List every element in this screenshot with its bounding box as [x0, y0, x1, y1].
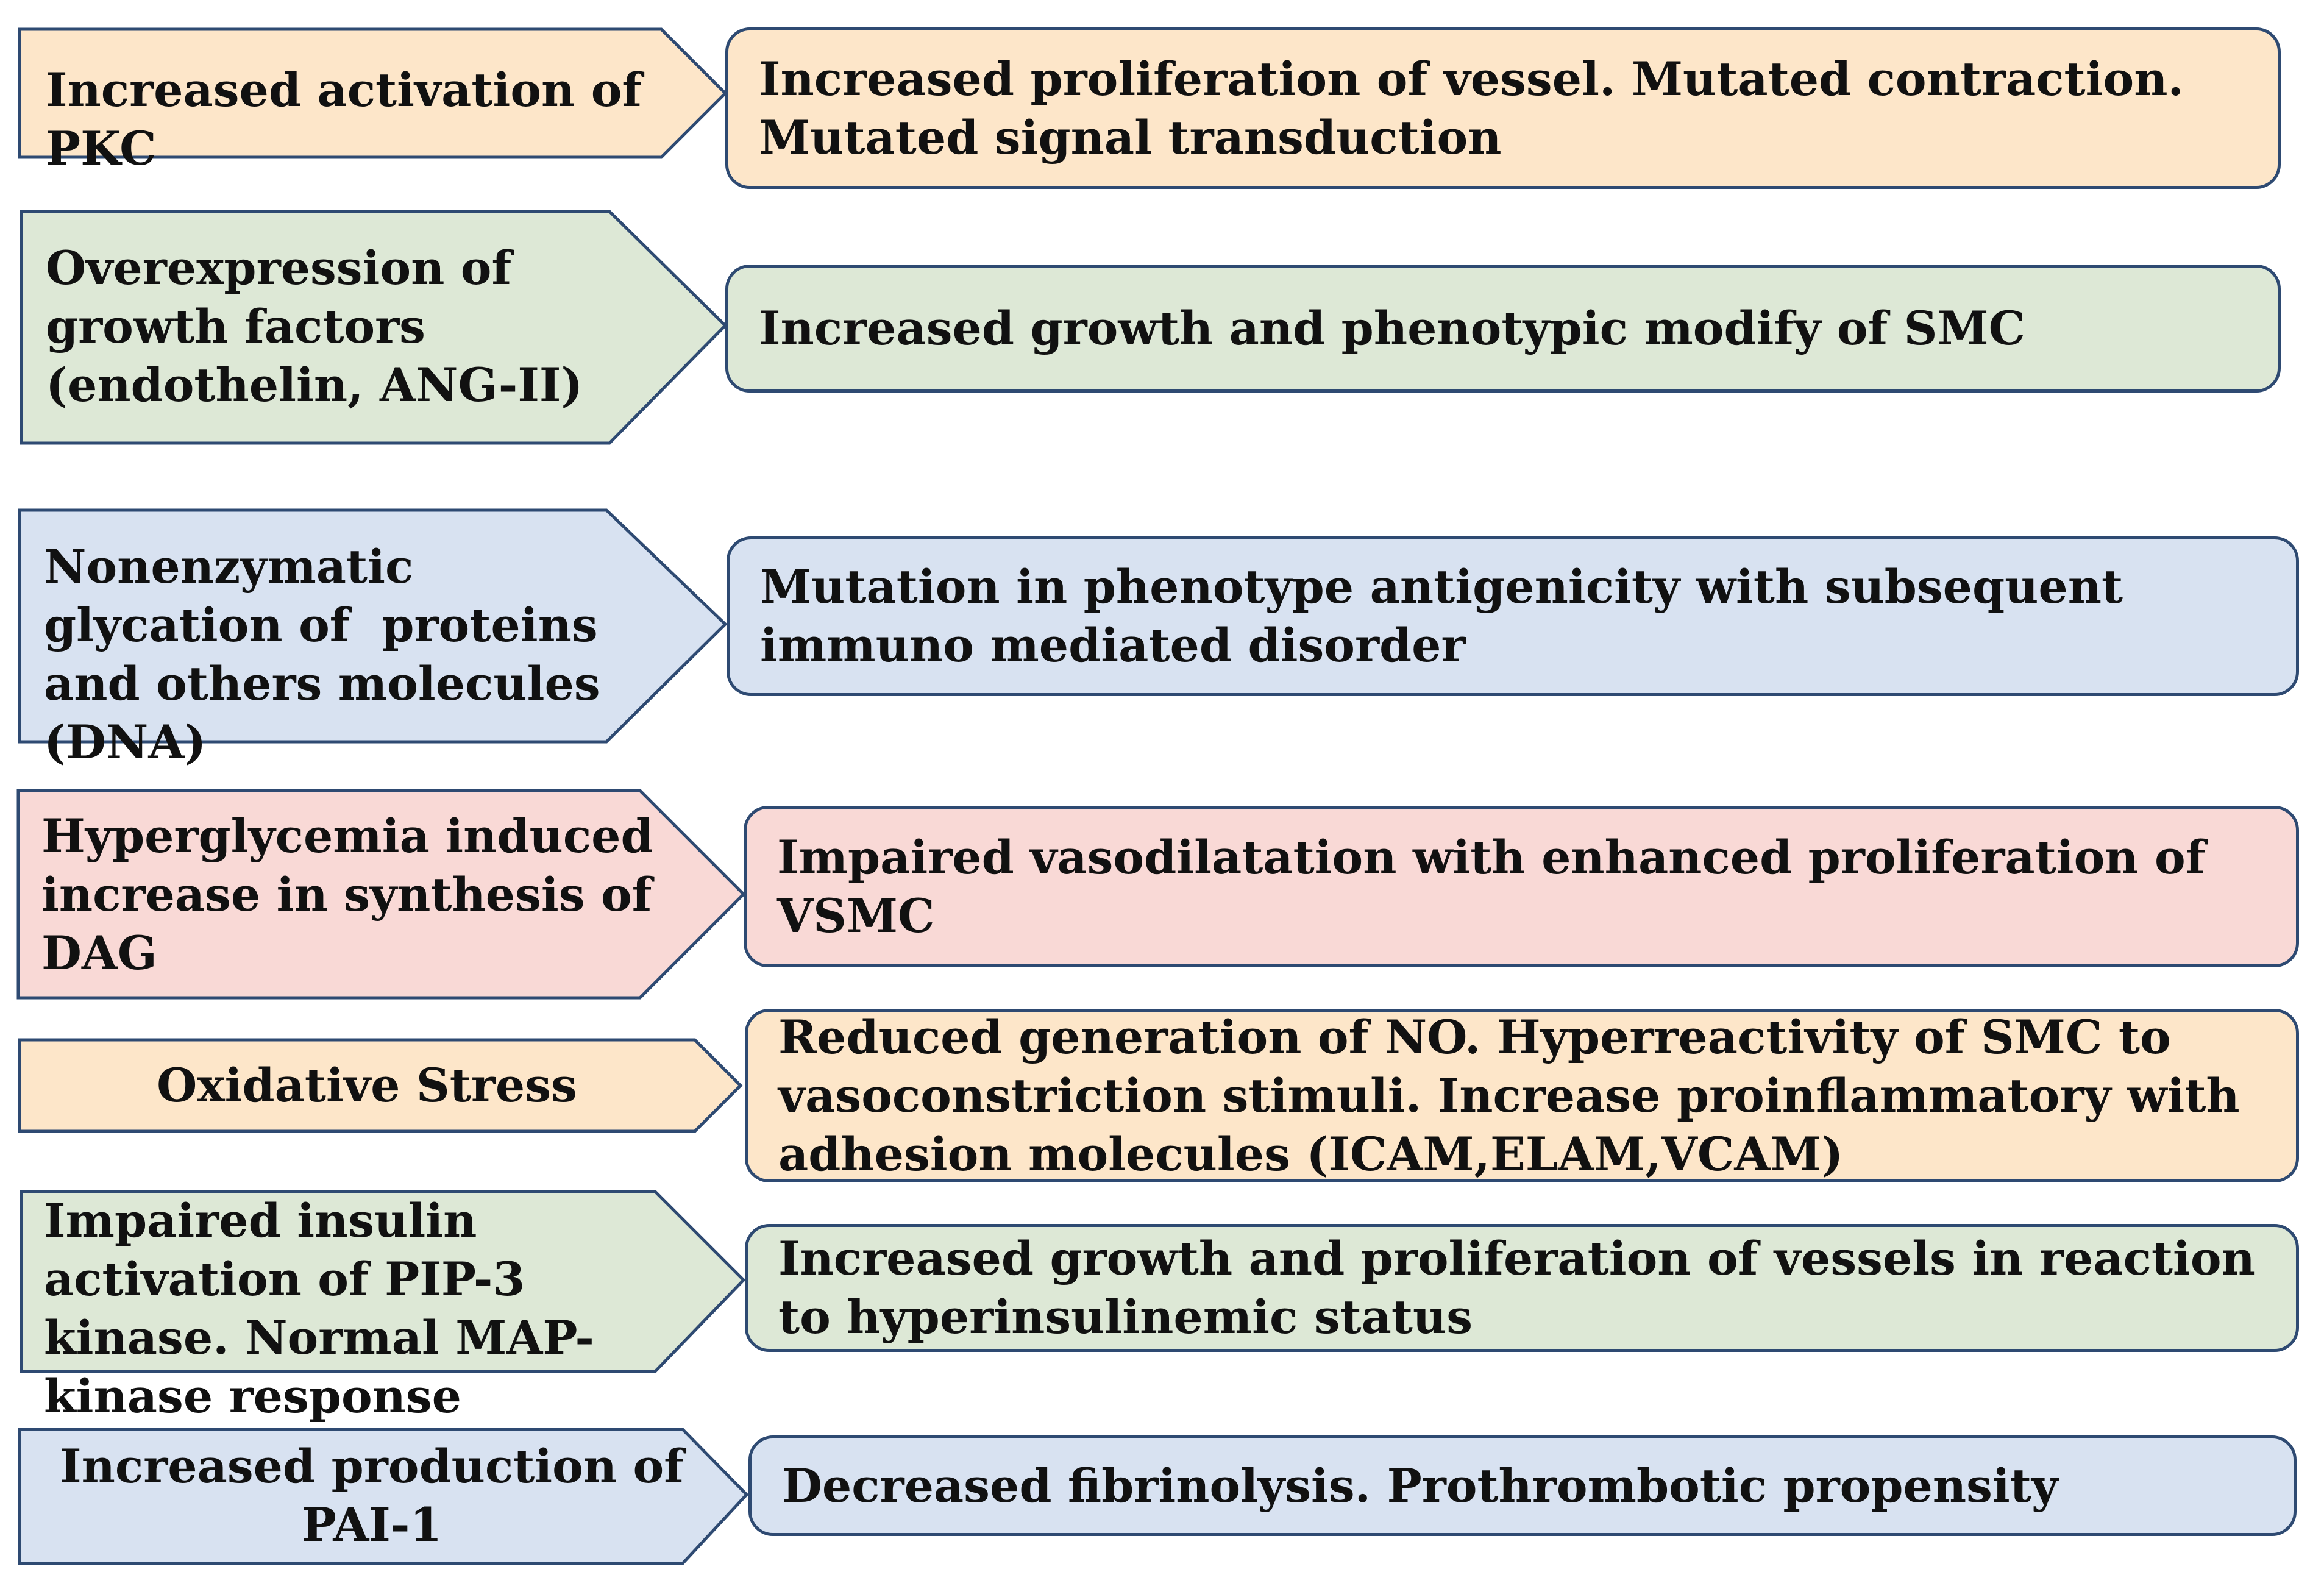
- effect-label: Increased growth and phenotypic modify o…: [759, 301, 2026, 355]
- effect-label: Reduced generation of NO. Hyperreactivit…: [778, 1009, 2240, 1181]
- effect-label: Mutation in phenotype antigenicity with …: [760, 560, 2123, 672]
- cause-label: Impaired insulin activation of PIP-3 kin…: [44, 1193, 594, 1423]
- row-oxidative-stress: Oxidative Stress Reduced generation of N…: [0, 1006, 2324, 1189]
- cause-shape: [20, 1190, 746, 1373]
- row-insulin: Impaired insulin activation of PIP-3 kin…: [0, 1189, 2324, 1423]
- cause-label: Oxidative Stress: [157, 1058, 577, 1112]
- row-glycation: Nonenzymatic glycation of proteins and o…: [0, 507, 2324, 769]
- row-hyperglycemia: Hyperglycemia induced increase in synthe…: [0, 788, 2324, 1007]
- cause-arrow: [18, 1428, 749, 1565]
- cause-arrow: [16, 789, 746, 1000]
- effect-label: Increased proliferation of vessel. Mutat…: [759, 51, 2184, 165]
- row-growth-factors: Overexpression of growth factors (endoth…: [0, 208, 2324, 452]
- cause-label: Overexpression of growth factors (endoth…: [46, 241, 583, 412]
- cause-arrow: [18, 508, 728, 744]
- cause-shape: [18, 1428, 749, 1565]
- cause-label: Nonenzymatic glycation of proteins and o…: [44, 539, 617, 769]
- cause-label: Increased activation of PKC: [46, 63, 658, 176]
- cause-shape: [20, 210, 728, 445]
- effect-label: Impaired vasodilatation with enhanced pr…: [777, 830, 2206, 943]
- effect-label: Increased growth and proliferation of ve…: [778, 1231, 2255, 1344]
- cause-label: Increased production of PAI-1: [60, 1439, 700, 1552]
- cause-arrow: [18, 1038, 743, 1133]
- effect-box: Increased growth and phenotypic modify o…: [725, 265, 2281, 393]
- effect-label: Decreased fibrinolysis. Prothrombotic pr…: [782, 1458, 2059, 1513]
- row-pkc: Increased activation of PKC Increased pr…: [0, 24, 2324, 201]
- cause-shape: [18, 27, 728, 159]
- effect-box: Increased proliferation of vessel. Mutat…: [725, 27, 2281, 189]
- cause-arrow: [20, 1190, 746, 1373]
- cause-shape: [16, 789, 746, 1000]
- effect-box: Reduced generation of NO. Hyperreactivit…: [745, 1009, 2299, 1182]
- row-pai1: Increased production of PAI-1 Decreased …: [0, 1426, 2324, 1579]
- cause-shape: [18, 1038, 743, 1133]
- effect-box: Increased growth and proliferation of ve…: [745, 1224, 2299, 1352]
- cause-label: Hyperglycemia induced increase in synthe…: [41, 809, 670, 980]
- cause-arrow: [18, 27, 728, 159]
- effect-box: Decreased fibrinolysis. Prothrombotic pr…: [748, 1435, 2297, 1536]
- effect-box: Impaired vasodilatation with enhanced pr…: [744, 806, 2299, 967]
- cause-arrow: [20, 210, 728, 445]
- effect-box: Mutation in phenotype antigenicity with …: [727, 536, 2299, 696]
- cause-shape: [18, 508, 728, 744]
